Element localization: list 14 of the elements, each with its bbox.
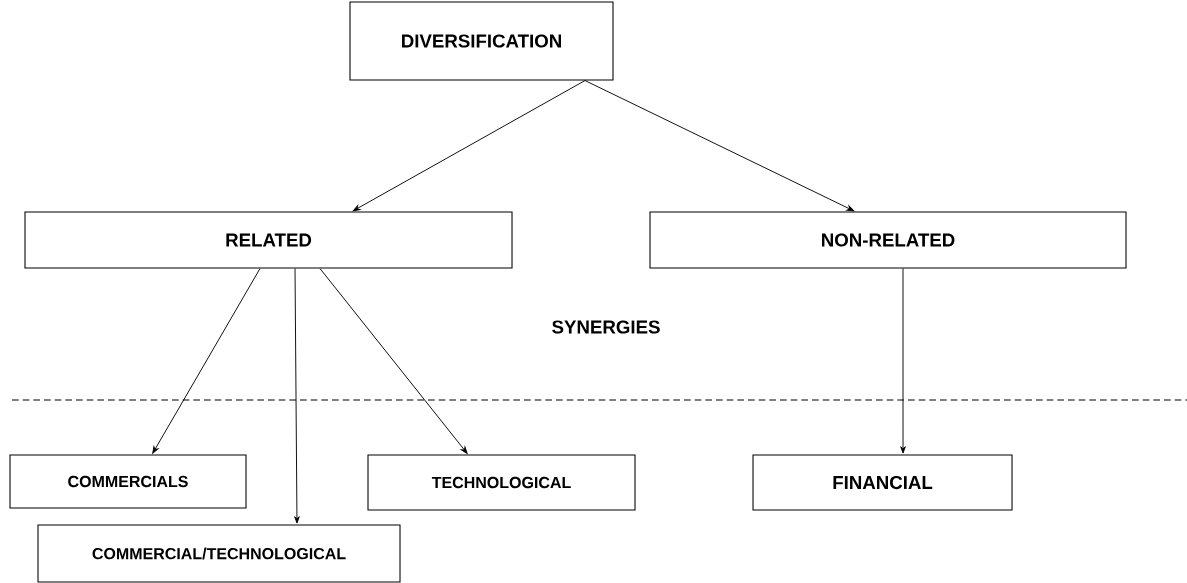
arrow	[152, 268, 261, 454]
arrow	[352, 80, 586, 212]
arrow	[319, 268, 468, 454]
arrow	[900, 268, 906, 454]
text-box: RELATED	[24, 211, 513, 269]
text-box: NON-RELATED	[649, 211, 1127, 269]
text-box: FINANCIAL	[752, 454, 1013, 511]
section-label: SYNERGIES	[552, 320, 660, 334]
text-box: DIVERSIFICATION	[349, 1, 614, 81]
arrow	[584, 80, 855, 212]
text-box: TECHNOLOGICAL	[367, 454, 636, 511]
text-box: COMMERCIALS	[9, 454, 247, 509]
arrow	[294, 268, 300, 524]
text-box: COMMERCIAL/TECHNOLOGICAL	[37, 524, 401, 583]
